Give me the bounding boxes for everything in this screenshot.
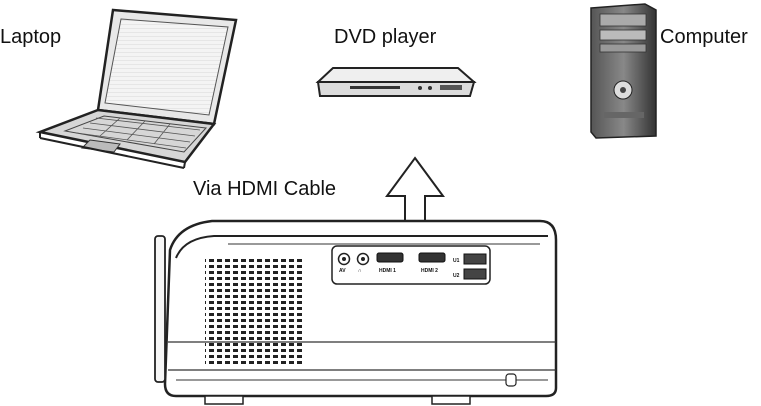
computer-label: Computer: [660, 26, 748, 48]
computer-icon: [590, 3, 657, 139]
laptop-label: Laptop: [0, 26, 62, 48]
projector-icon: AV ∩ HDMI 1 HDMI 2 U1 U2: [154, 219, 558, 405]
port-panel: [331, 245, 491, 285]
hdmi2-port: [418, 252, 446, 263]
hdmi1-label: HDMI 1: [379, 268, 396, 274]
usb1-label: U1: [453, 258, 460, 264]
av-port: [337, 252, 351, 266]
projector-foot-right: [431, 395, 471, 405]
projector-vent: [205, 257, 303, 365]
usb2-label: U2: [453, 273, 460, 279]
headphone-icon: ∩: [358, 268, 362, 274]
dvd-player-label: DVD player: [334, 26, 437, 48]
av-port-label: AV: [339, 268, 346, 274]
hdmi-cable-label: Via HDMI Cable: [193, 178, 337, 200]
hdmi1-port: [376, 252, 404, 263]
usb1-port: [463, 253, 487, 265]
laptop-icon: [35, 8, 238, 169]
usb2-port: [463, 268, 487, 280]
projector-foot-left: [204, 395, 244, 405]
hdmi2-label: HDMI 2: [421, 268, 438, 274]
dvd-player-icon: [315, 67, 477, 97]
audio-port: [356, 252, 370, 266]
